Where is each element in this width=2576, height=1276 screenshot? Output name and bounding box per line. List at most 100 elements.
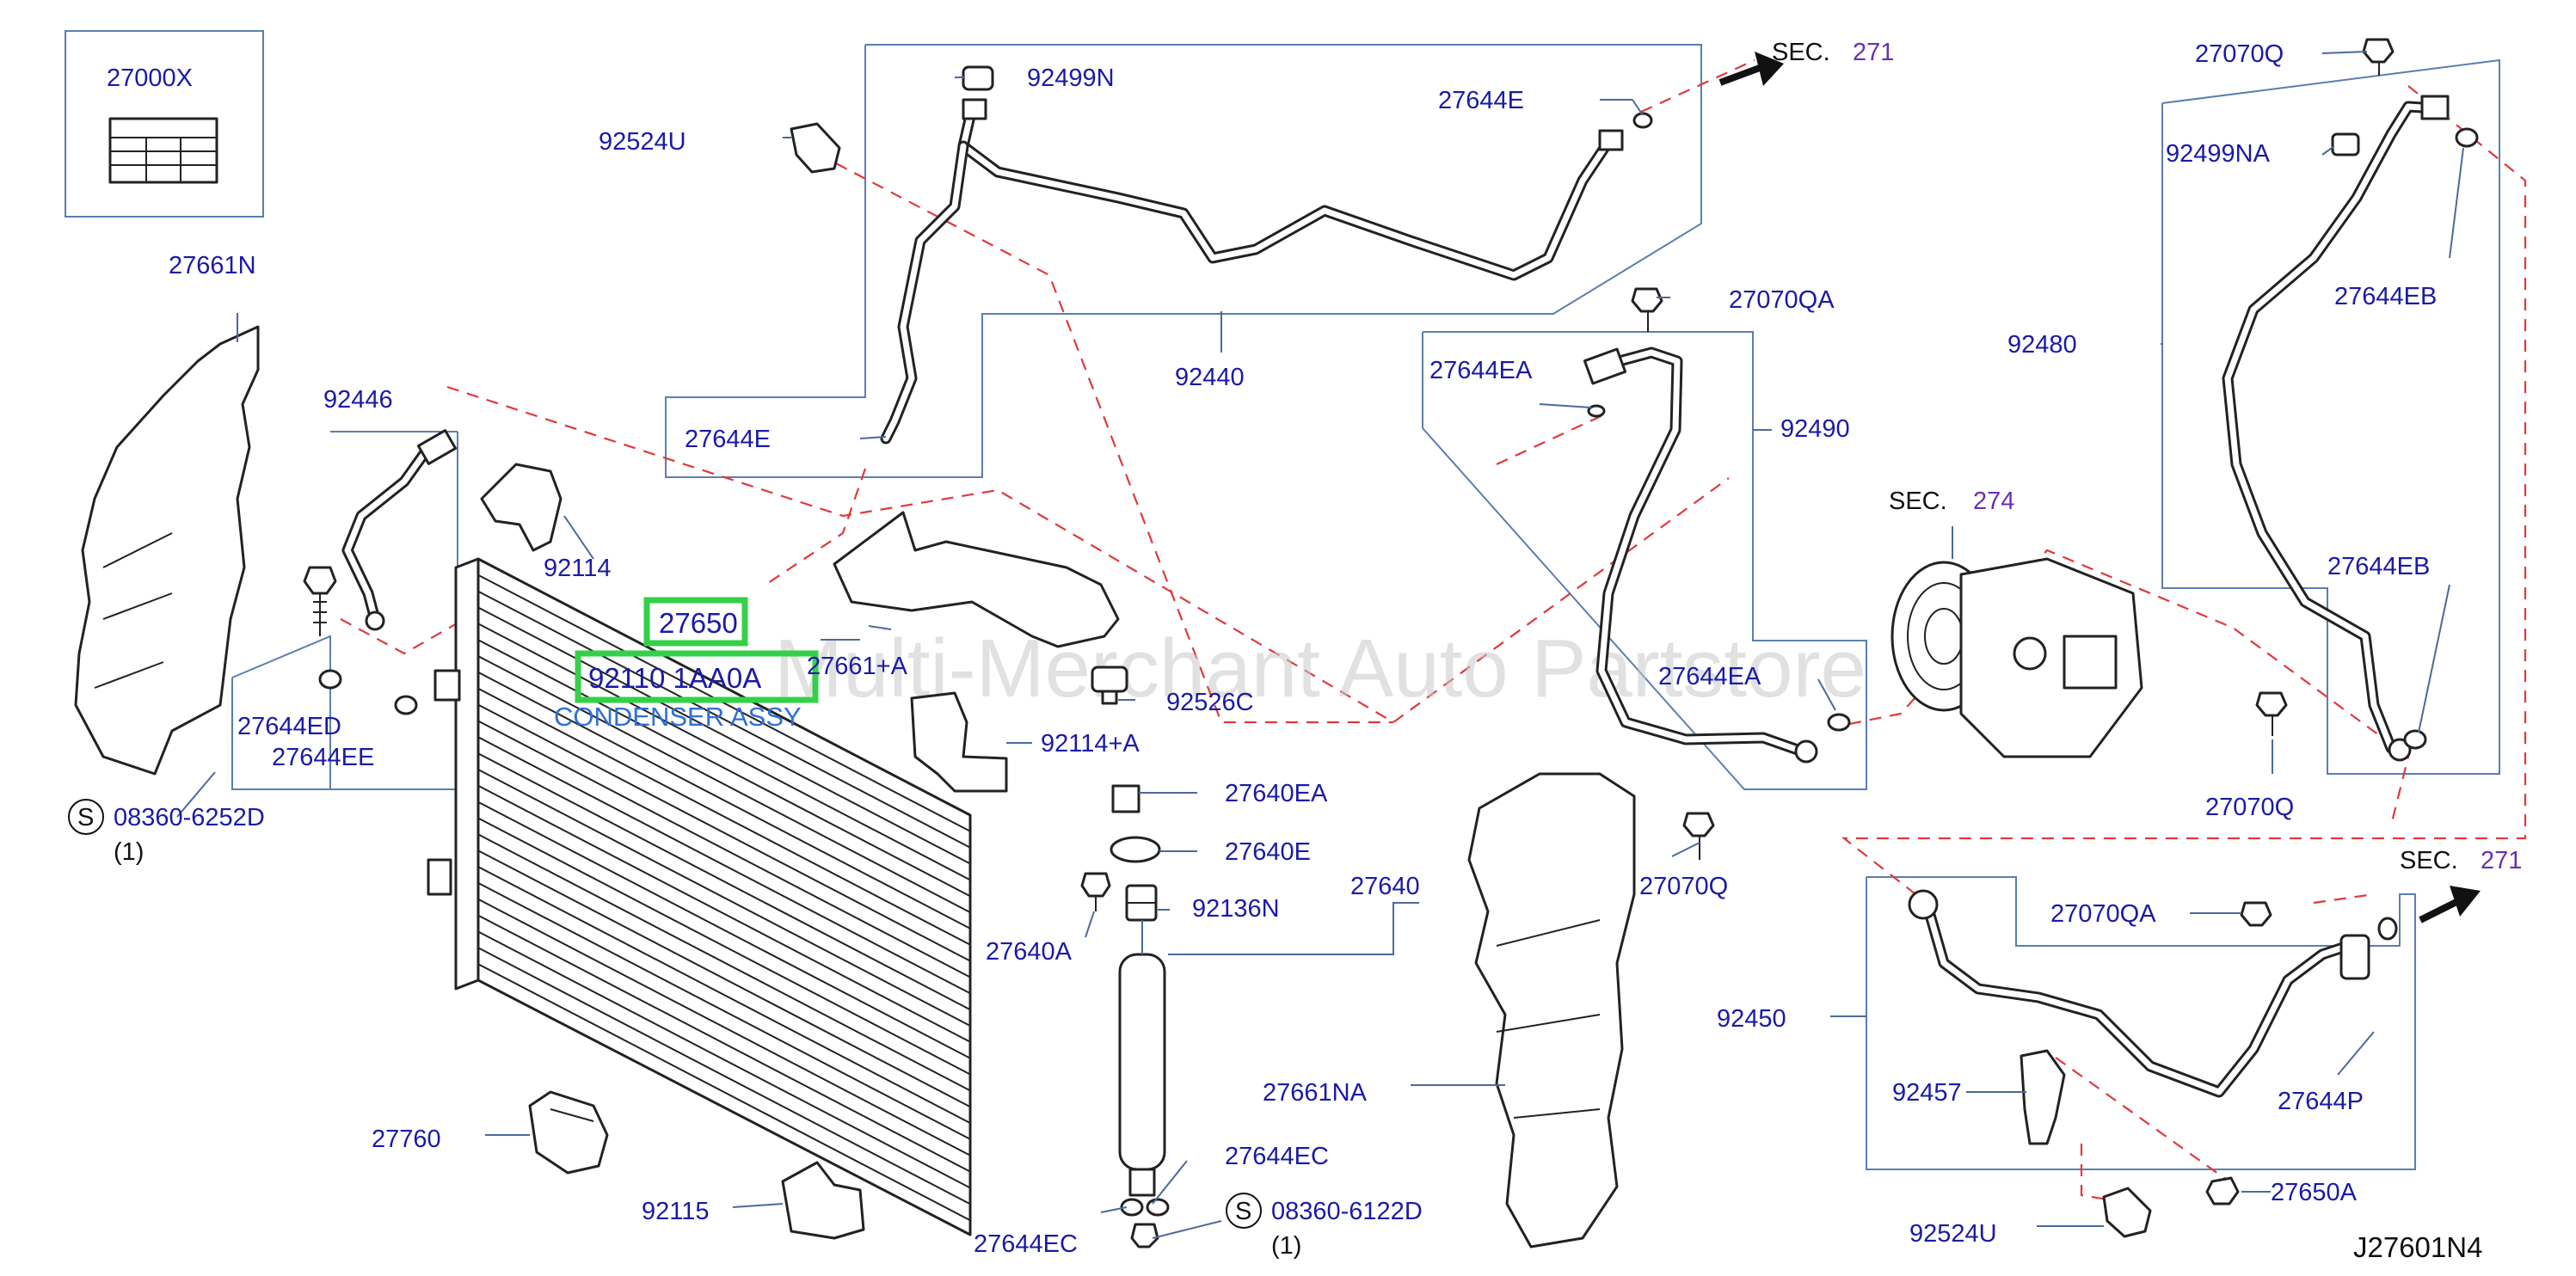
label-27644e-mid[interactable]: 27644E xyxy=(685,426,771,453)
label-92499na[interactable]: 92499NA xyxy=(2166,140,2271,168)
label-92526c[interactable]: 92526C xyxy=(1166,689,1254,716)
label-27661a[interactable]: 27661+A xyxy=(807,653,908,680)
clamp-92457-part xyxy=(2020,1049,2066,1145)
label-sec-271-top[interactable]: 271 xyxy=(1853,39,1894,66)
label-27644ea-mid[interactable]: 27644EA xyxy=(1658,663,1761,690)
o-ring-27644ea-top xyxy=(1587,404,1606,418)
label-27661na[interactable]: 27661NA xyxy=(1263,1079,1368,1107)
receiver-drier-part xyxy=(1110,784,1166,1197)
highlight-partnumber-box xyxy=(575,650,819,703)
label-27000x[interactable]: 27000X xyxy=(107,64,193,92)
dash-g xyxy=(2313,893,2375,905)
bracket-92524u-bot-part xyxy=(2102,1187,2152,1238)
label-92499n[interactable]: 92499N xyxy=(1027,64,1115,92)
label-27650a[interactable]: 27650A xyxy=(2271,1179,2358,1206)
label-screw-qty-1: (1) xyxy=(114,838,144,866)
label-27644ee[interactable]: 27644EE xyxy=(272,744,374,771)
bracket-92114a-part xyxy=(910,691,1008,793)
label-27650[interactable]: 27650 xyxy=(659,607,738,639)
air-guide-left-ribs xyxy=(94,532,173,689)
screw-symbol-circle-2 xyxy=(1226,1193,1262,1229)
pipe-92490-part xyxy=(1583,347,1818,764)
dash-d xyxy=(1496,412,1609,465)
screw-symbol-circle-1 xyxy=(68,799,104,835)
label-27070q-mid[interactable]: 27070Q xyxy=(1639,873,1728,900)
label-27661n[interactable]: 27661N xyxy=(169,252,256,279)
label-27644ed[interactable]: 27644ED xyxy=(237,713,341,740)
label-92524u-bot[interactable]: 92524U xyxy=(1909,1220,1997,1248)
label-92115[interactable]: 92115 xyxy=(642,1198,710,1225)
screw-symbol-1: S xyxy=(77,804,94,831)
label-27644eb-mid[interactable]: 27644EB xyxy=(2327,553,2430,580)
bolt-27070q-right-part xyxy=(2255,691,2288,736)
label-27070qa-low[interactable]: 27070QA xyxy=(2050,900,2156,928)
label-27640[interactable]: 27640 xyxy=(1350,873,1420,900)
label-27640a[interactable]: 27640A xyxy=(986,938,1073,966)
label-92450[interactable]: 92450 xyxy=(1717,1005,1786,1033)
label-27070q-top[interactable]: 27070Q xyxy=(2195,40,2284,68)
o-ring-27644ec-b xyxy=(1146,1198,1170,1217)
label-27644e-top[interactable]: 27644E xyxy=(1438,87,1524,114)
pipe-92440-part xyxy=(880,98,1624,445)
air-guide-27661a-part xyxy=(833,511,1120,648)
label-sec-274[interactable]: 274 xyxy=(1973,488,2014,515)
dash-k xyxy=(765,468,867,586)
box-92490 xyxy=(1422,331,1867,790)
label-27070qa-top[interactable]: 27070QA xyxy=(1729,286,1835,314)
label-27644p[interactable]: 27644P xyxy=(2278,1088,2364,1115)
bolt-left-part xyxy=(303,566,337,636)
condenser-core-part xyxy=(427,557,972,1236)
label-92524u-top[interactable]: 92524U xyxy=(599,128,686,156)
label-plate-part xyxy=(108,117,218,184)
label-27760[interactable]: 27760 xyxy=(372,1126,441,1153)
compressor-part xyxy=(1891,557,2143,758)
label-27644ea-top[interactable]: 27644EA xyxy=(1429,357,1533,384)
bolt-27070q-mid-part xyxy=(1682,812,1715,860)
air-guide-27661na-part xyxy=(1467,772,1636,1248)
bolt-27070qa-top-part xyxy=(1631,287,1663,332)
bolt-27070q-top-part xyxy=(2362,38,2395,76)
label-92457[interactable]: 92457 xyxy=(1892,1079,1962,1107)
label-27644ec-l[interactable]: 27644EC xyxy=(974,1230,1078,1258)
label-part-number[interactable]: 92110 1AA0A xyxy=(588,662,761,694)
label-sec-271-right[interactable]: 271 xyxy=(2481,847,2522,874)
label-92114[interactable]: 92114 xyxy=(544,555,612,582)
o-ring-sec271-right xyxy=(2377,917,2398,941)
bracket-92114-part xyxy=(480,463,563,552)
label-92490[interactable]: 92490 xyxy=(1780,415,1850,443)
pipe-92450-part xyxy=(1908,889,2370,1098)
label-27644eb-top[interactable]: 27644EB xyxy=(2334,283,2437,310)
label-sec-top: SEC. xyxy=(1772,39,1830,66)
label-92114a[interactable]: 92114+A xyxy=(1041,730,1140,758)
o-ring-27644ed xyxy=(318,669,342,690)
highlight-ref-box xyxy=(643,597,748,647)
label-condenser-assy: CONDENSER ASSY xyxy=(554,702,802,732)
label-92440[interactable]: 92440 xyxy=(1175,364,1245,391)
box-27644ed xyxy=(231,635,331,790)
label-screw-08360-6252d[interactable]: 08360-6252D xyxy=(114,804,265,831)
arrow-sec271-top xyxy=(1755,52,1784,86)
label-27640ea[interactable]: 27640EA xyxy=(1225,780,1328,807)
label-92136n[interactable]: 92136N xyxy=(1192,895,1280,923)
label-sec-mid: SEC. xyxy=(1889,488,1947,515)
label-screw-08360-6122d[interactable]: 08360-6122D xyxy=(1271,1198,1423,1225)
bracket-92524u-top-part xyxy=(790,122,841,174)
part-labels: 27000X 27661N 92446 27644ED 27644EE 9252… xyxy=(68,39,2522,1263)
label-27070q-right[interactable]: 27070Q xyxy=(2205,794,2294,821)
air-guide-left-part xyxy=(74,325,260,776)
label-27644ec-r[interactable]: 27644EC xyxy=(1225,1143,1329,1170)
dash-h xyxy=(2055,1057,2237,1187)
o-ring-27644e-top xyxy=(1632,112,1653,129)
dash-b xyxy=(446,385,1730,724)
group-boxes xyxy=(65,30,2500,1170)
diagram-code: J27601N4 xyxy=(2353,1231,2482,1263)
label-92446[interactable]: 92446 xyxy=(323,386,393,414)
label-92480[interactable]: 92480 xyxy=(2007,331,2077,359)
bracket-92115-part xyxy=(781,1161,865,1240)
box-27000x xyxy=(65,30,264,218)
label-27640e[interactable]: 27640E xyxy=(1225,838,1311,866)
box-92450 xyxy=(1866,876,2416,1170)
air-guide-27661na-ribs xyxy=(1496,919,1601,1119)
dash-j xyxy=(340,618,465,655)
